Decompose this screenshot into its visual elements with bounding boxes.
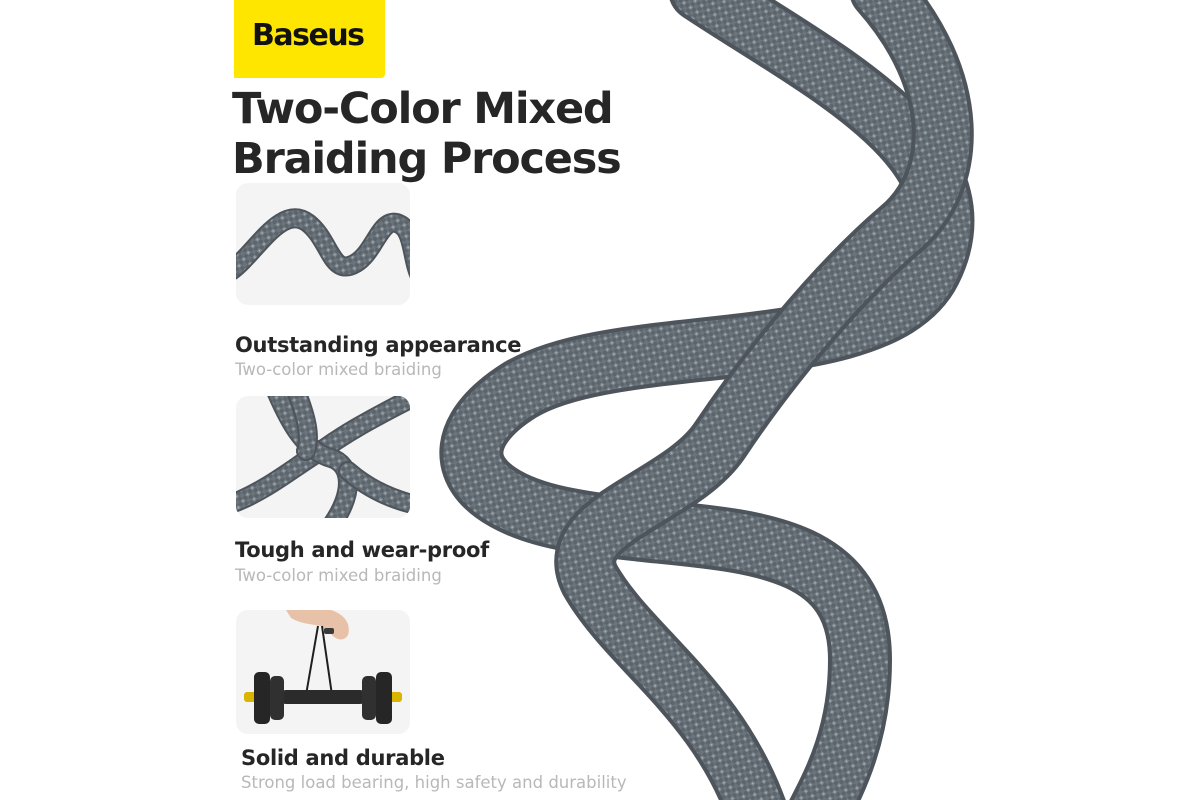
page-title: Two-Color Mixed Braiding Process <box>232 84 622 184</box>
feature-thumbnail-wear-proof <box>236 396 410 518</box>
page-title-line-1: Two-Color Mixed <box>232 84 614 134</box>
feature-subtitle-appearance: Two-color mixed braiding <box>235 360 442 379</box>
feature-title-wear-proof: Tough and wear-proof <box>235 538 489 562</box>
feature-title-appearance: Outstanding appearance <box>235 333 522 357</box>
dumbbell-lift-icon <box>244 610 402 724</box>
page-title-line-2: Braiding Process <box>232 134 622 184</box>
brand-logo: Baseus <box>234 0 385 78</box>
feature-thumbnail-durable <box>236 610 410 734</box>
feature-subtitle-durable: Strong load bearing, high safety and dur… <box>241 773 627 792</box>
feature-subtitle-wear-proof: Two-color mixed braiding <box>235 566 442 585</box>
feature-thumbnail-appearance <box>236 183 410 305</box>
wavy-cable-icon <box>236 208 410 280</box>
feature-title-durable: Solid and durable <box>241 746 445 770</box>
brand-logo-text: Baseus <box>252 18 365 53</box>
knotted-cable-icon <box>236 396 410 518</box>
